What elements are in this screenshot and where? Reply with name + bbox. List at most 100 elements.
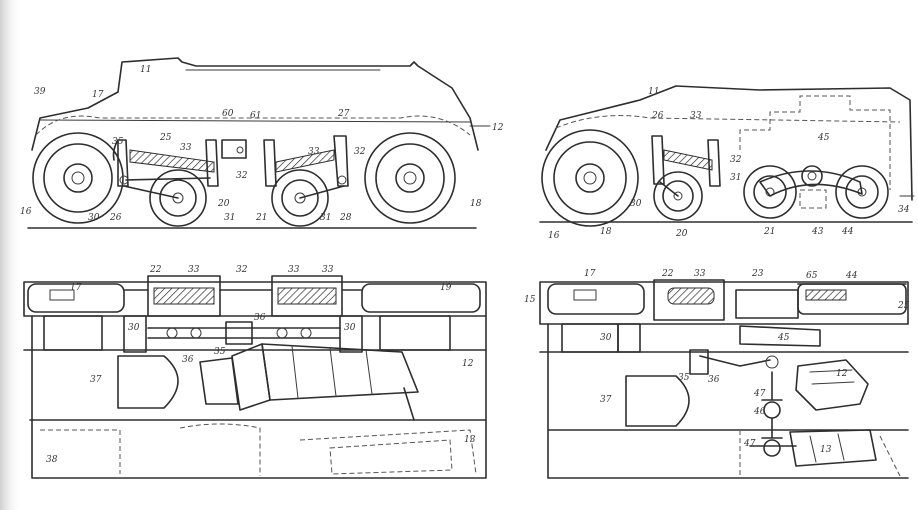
ref-label: 16 [20,207,32,217]
ref-label: 33 [322,265,334,275]
ref-label: 39 [34,87,46,97]
ref-label: 61 [250,111,261,121]
ref-label: 46 [753,407,766,417]
ref-label: 19 [440,283,452,293]
ref-label: 17 [92,90,104,100]
ref-label: 33 [188,265,200,275]
ref-label: 31 [224,213,235,223]
ref-label: 13 [820,445,832,455]
ref-label: 43 [811,227,824,237]
ref-label: 13 [464,435,476,445]
suspension-rear [263,135,349,199]
ref-label: 37 [600,395,612,405]
suspension-front [112,139,219,199]
ref-label: 11 [648,87,659,97]
spring-box-rear [271,275,343,317]
ref-label: 47 [753,389,766,399]
ref-label: 45 [817,133,830,143]
lower-hidden-outline [40,423,477,476]
rear-bogie-wheel [835,165,889,219]
bogie-plan [797,283,907,315]
ref-label: 22 [149,265,162,275]
ref-label: 37 [90,375,102,385]
ref-label: 35 [112,137,124,147]
ref-label: 32 [354,147,366,157]
ref-label: 21 [763,227,775,237]
middle-wheel-front [653,171,703,221]
ref-label: 35 [678,373,690,383]
ref-label: 60 [222,109,234,119]
ref-label: 36 [254,313,266,323]
front-wheel [32,132,124,224]
ref-label: 22 [661,269,674,279]
bogie-beam [759,165,863,209]
track-upper-dashed [35,115,471,136]
ref-label: 32 [236,265,248,275]
middle-wheel-rear [271,169,329,227]
engine-block [795,359,869,411]
suspension [651,135,721,197]
page-edge-shadow [0,0,22,510]
top-view-right-figure: 15 17 22 33 23 65 44 25 30 45 35 36 12 3… [524,269,910,479]
ref-label: 33 [694,269,706,279]
ref-label: 25 [897,301,910,311]
fuel-tank [625,375,690,427]
ref-label: 18 [600,227,612,237]
ref-label: 33 [690,111,702,121]
ref-label: 65 [806,271,818,281]
rear-wheel-plan [361,283,481,351]
ref-label: 26 [651,111,664,121]
ref-label: 30 [128,323,140,333]
ref-label: 36 [708,375,720,385]
ref-label: 18 [470,199,482,209]
hull-outline [31,57,479,151]
drive-chain [147,321,341,345]
ref-label: 35 [214,347,226,357]
ref-label: 30 [344,323,356,333]
ref-label: 20 [217,199,230,209]
ref-label: 47 [743,439,756,449]
ref-label: 33 [180,143,192,153]
track-upper-dashed [555,115,901,129]
ref-label: 23 [751,269,764,279]
ref-label: 26 [109,213,122,223]
front-wheel-plan [547,283,645,353]
device-box [221,139,247,159]
spring-box-front [147,275,221,317]
ref-label: 32 [730,155,742,165]
fuel-tank [117,355,179,409]
ref-label: 33 [288,265,300,275]
wheel-plan-middle [735,289,799,319]
hull-belt-line [39,119,471,123]
ref-label: 45 [777,333,790,343]
ref-label: 34 [898,205,910,215]
lower-drive [739,417,901,477]
side-view-right-figure: 11 26 33 32 31 45 30 20 21 16 18 43 44 3… [539,85,915,241]
ref-label: 12 [492,123,504,133]
ref-label: 30 [88,213,100,223]
ref-label: 12 [462,359,474,369]
ref-label: 27 [337,109,350,119]
bracket [617,323,641,353]
engine-assembly [199,343,419,421]
transmission [689,325,821,419]
ref-label: 38 [46,455,58,465]
hull-plan-outline [539,281,909,325]
ref-label: 30 [630,199,642,209]
ref-label: 31 [320,213,331,223]
ref-label: 36 [182,355,194,365]
ref-label: 21 [255,213,267,223]
ref-label: 44 [841,227,854,237]
ref-label: 12 [836,369,848,379]
front-wheel [541,129,639,227]
ref-label: 11 [140,65,151,75]
ref-label: 30 [600,333,612,343]
ref-label: 17 [70,283,82,293]
side-view-left-figure: 11 39 17 12 60 61 27 35 25 33 33 32 32 2… [20,57,504,229]
ref-label: 16 [548,231,560,241]
hull-outline [545,85,913,201]
ref-label: 25 [159,133,172,143]
internal-outline-dashed [739,95,891,190]
spring-box [653,279,725,321]
